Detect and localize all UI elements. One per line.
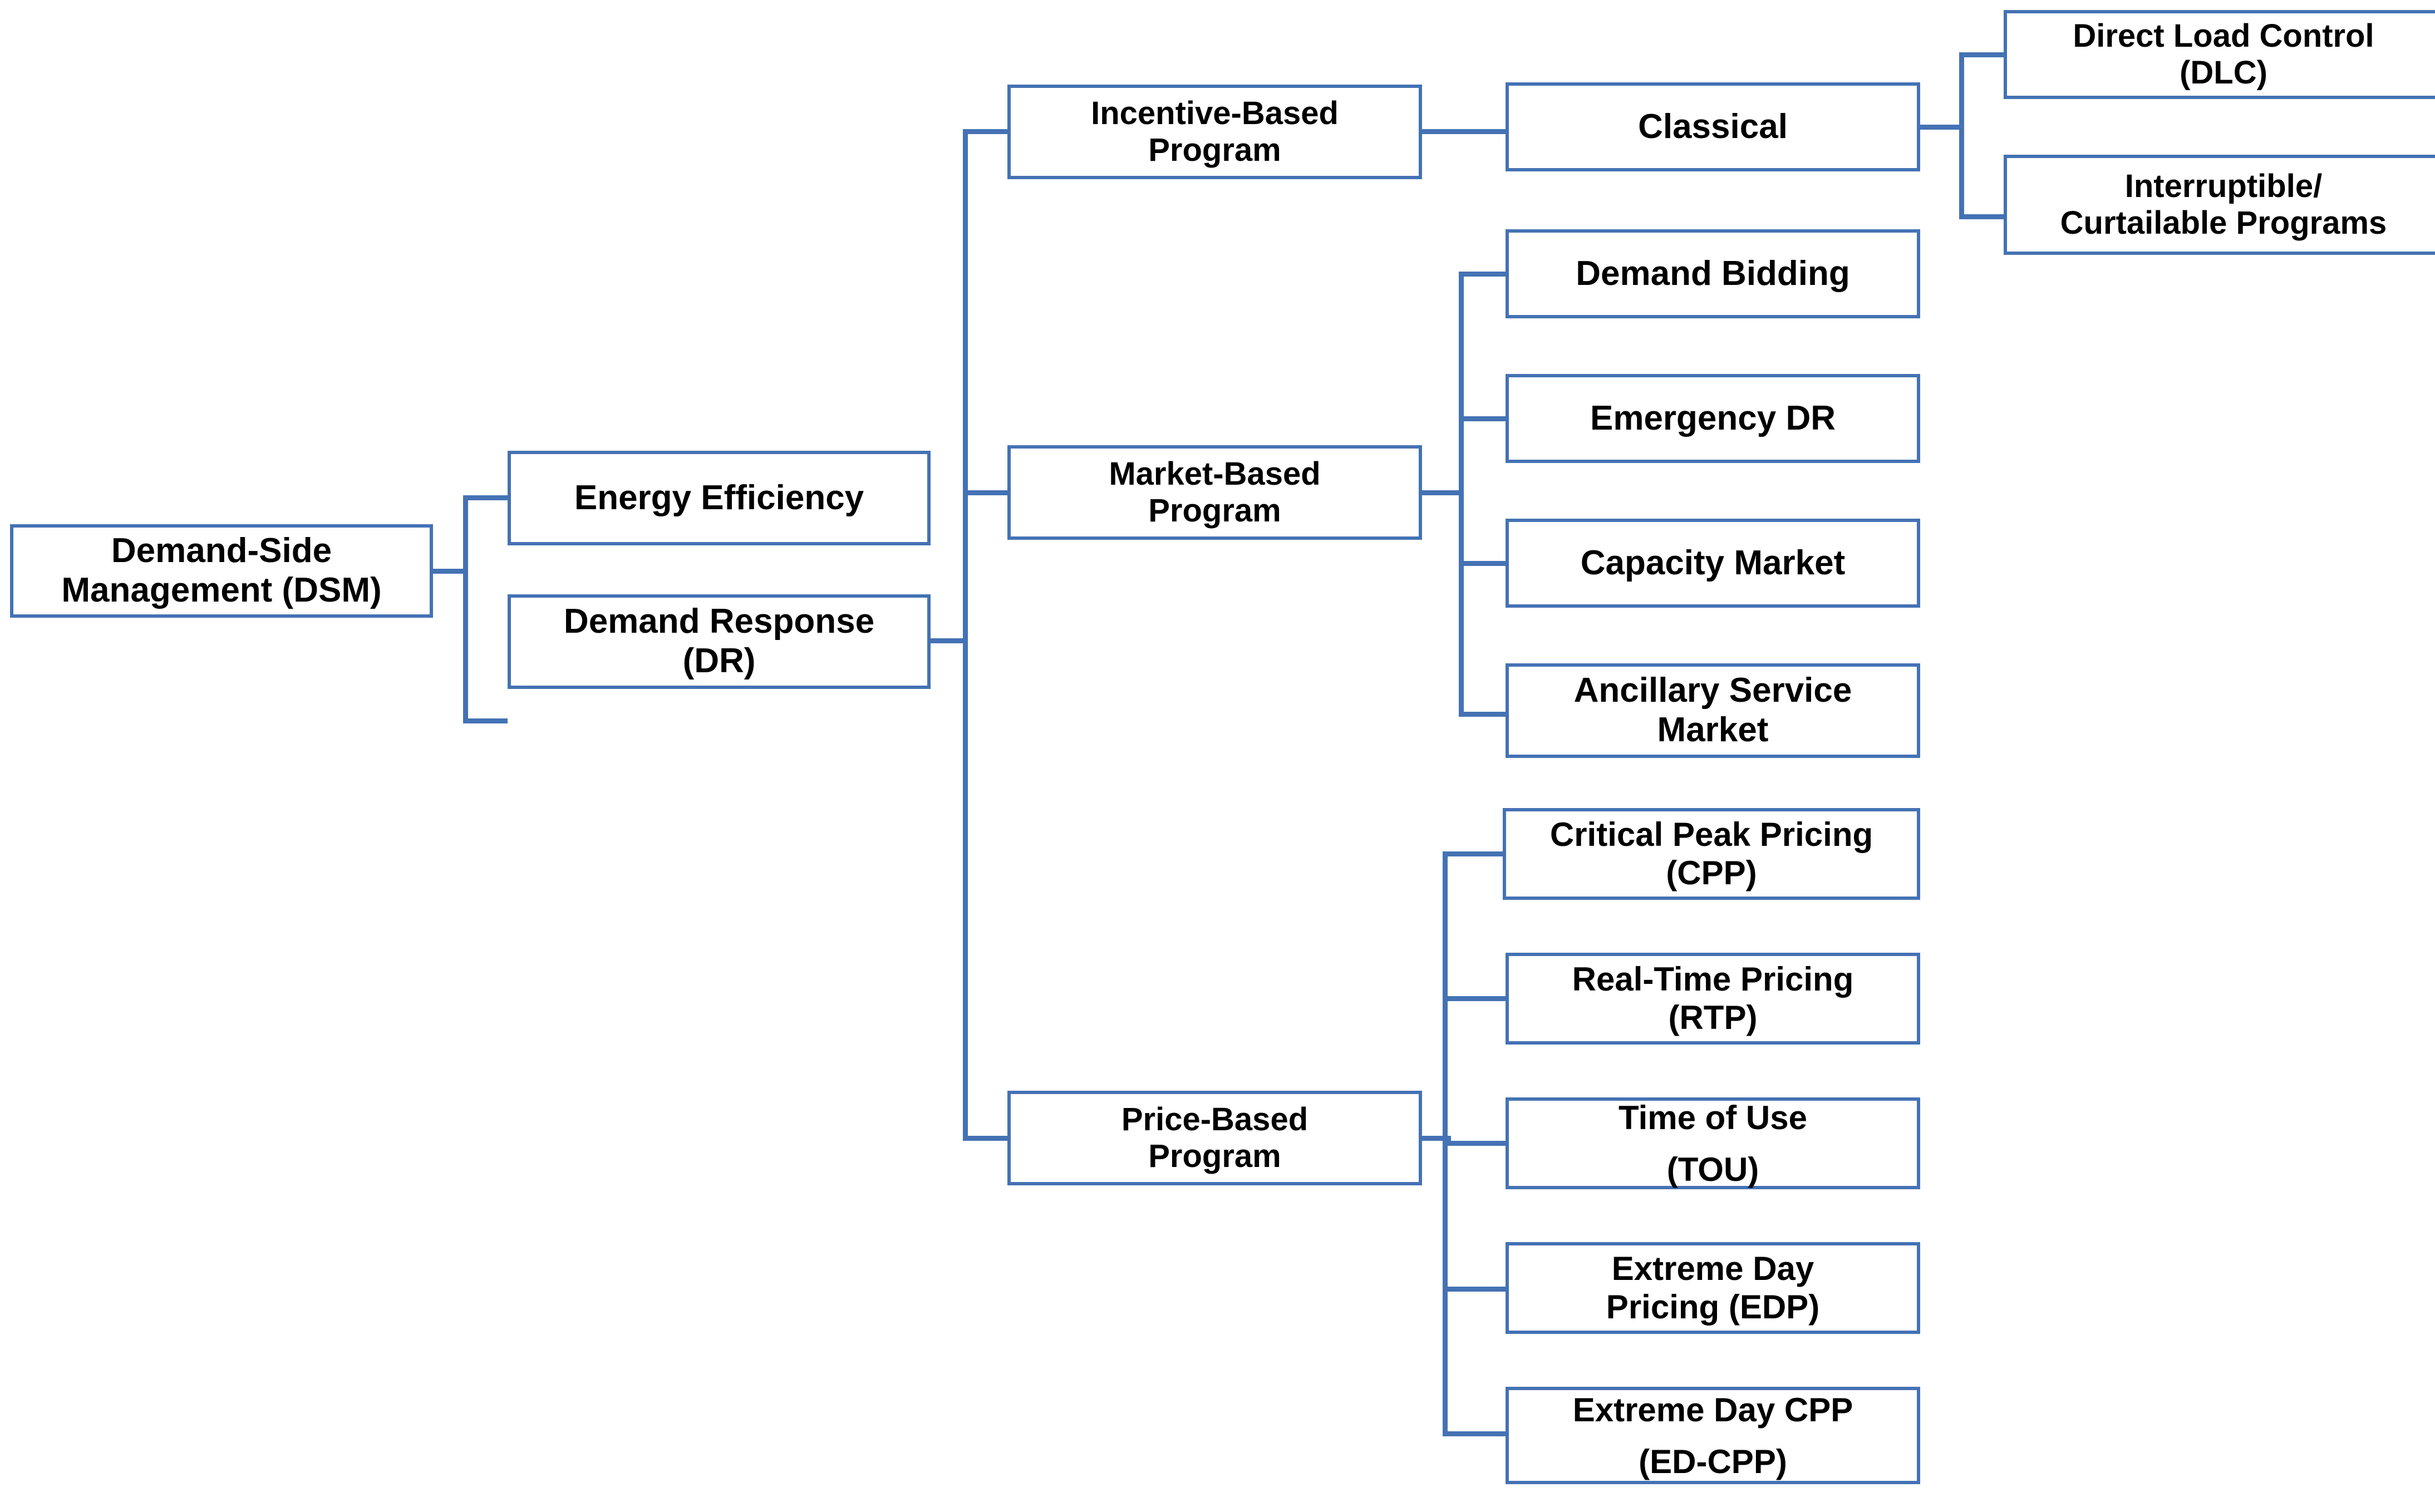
connector-price-to-cpp xyxy=(1443,851,1505,856)
node-extreme-day-cpp[interactable]: Extreme Day CPP (ED-CPP) xyxy=(1506,1387,1920,1484)
connector-price-to-rtp xyxy=(1443,996,1508,1001)
node-market-based[interactable]: Market-Based Program xyxy=(1007,445,1422,540)
connector-market-trunk xyxy=(1459,272,1464,717)
connector-incentive-out-stub xyxy=(1422,129,1506,134)
connector-price-to-edp xyxy=(1443,1287,1508,1292)
connector-market-to-ancillary xyxy=(1459,712,1506,717)
connector-classical-trunk xyxy=(1959,52,1964,219)
node-incentive-based[interactable]: Incentive-Based Program xyxy=(1007,85,1422,179)
node-demand-bidding[interactable]: Demand Bidding xyxy=(1506,229,1920,318)
connector-price-out-stub xyxy=(1422,1136,1451,1141)
connector-dsm-out-stub xyxy=(433,569,466,574)
node-ancillary-service-market[interactable]: Ancillary Service Market xyxy=(1506,663,1920,758)
connector-dr-trunk xyxy=(963,129,968,1141)
connector-classical-to-interrupt xyxy=(1959,214,2004,219)
connector-market-to-emergency xyxy=(1459,416,1506,421)
connector-dsm-to-energy-efficiency xyxy=(463,495,508,500)
connector-dr-to-incentive xyxy=(963,129,1007,134)
connector-classical-to-dlc xyxy=(1959,52,2004,57)
node-direct-load-control[interactable]: Direct Load Control (DLC) xyxy=(2004,10,2435,99)
connector-dr-out-stub xyxy=(931,638,967,643)
node-demand-response[interactable]: Demand Response (DR) xyxy=(508,594,931,689)
connector-market-out-stub xyxy=(1422,490,1461,495)
node-emergency-dr[interactable]: Emergency DR xyxy=(1506,374,1920,463)
connector-classical-out-stub xyxy=(1920,125,1962,130)
connector-dr-to-market xyxy=(963,490,1007,495)
connector-dsm-trunk xyxy=(463,495,468,723)
node-classical[interactable]: Classical xyxy=(1506,82,1920,171)
node-time-of-use[interactable]: Time of Use (TOU) xyxy=(1506,1097,1920,1189)
connector-price-to-tou xyxy=(1443,1141,1508,1146)
node-price-based[interactable]: Price-Based Program xyxy=(1007,1091,1422,1185)
connector-market-to-capacity xyxy=(1459,561,1506,566)
node-capacity-market[interactable]: Capacity Market xyxy=(1506,519,1920,608)
connector-dsm-to-demand-response xyxy=(463,718,508,723)
node-real-time-pricing[interactable]: Real-Time Pricing (RTP) xyxy=(1506,953,1920,1045)
node-extreme-day-pricing[interactable]: Extreme Day Pricing (EDP) xyxy=(1506,1242,1920,1334)
node-interruptible[interactable]: Interruptible/ Curtailable Programs xyxy=(2004,155,2435,255)
node-critical-peak-pricing[interactable]: Critical Peak Pricing (CPP) xyxy=(1503,808,1920,900)
node-dsm[interactable]: Demand-Side Management (DSM) xyxy=(10,524,433,618)
connector-dr-to-price xyxy=(963,1136,1007,1141)
connector-price-to-edcpp xyxy=(1443,1431,1508,1436)
connector-market-to-demand-bidding xyxy=(1459,272,1506,277)
node-energy-efficiency[interactable]: Energy Efficiency xyxy=(508,451,931,545)
